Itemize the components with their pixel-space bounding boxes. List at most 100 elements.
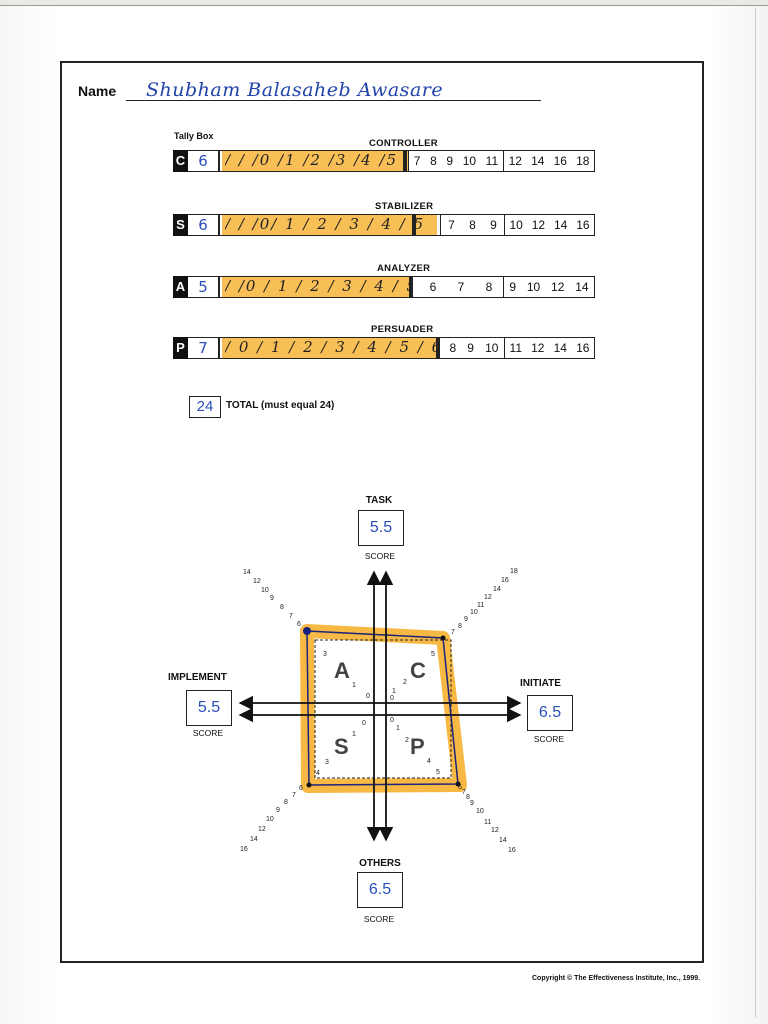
quadrant-s-tick: 3 [325,759,329,766]
upper-right-tick: 7 [451,629,455,636]
stabilizer-value: 9 [490,218,497,232]
name-line [126,100,541,101]
upper-right-tick: 11 [477,602,484,609]
upper-right-tick: 16 [501,577,509,584]
lower-left-tick: 7 [292,792,296,799]
analyzer-value: 8 [485,280,493,294]
persuader-title: PERSUADER [371,324,434,335]
initiate-title: INITIATE [520,678,561,689]
lower-left-tick: 9 [276,807,280,814]
quadrant-p-tick: 4 [427,758,431,765]
lower-right-tick: 6 [458,784,462,791]
persuader-value: 8 [449,341,457,355]
upper-right-tick: 14 [493,586,501,593]
quadrant-s-tick: 0 [362,720,366,727]
form-frame [60,61,704,963]
quadrant-c-letter: C [410,658,426,683]
implement-score[interactable]: 5.5 [186,690,232,726]
upper-right-tick: 12 [484,594,492,601]
quadrant-a-tick: 3 [323,651,327,658]
upper-left-tick: 10 [261,587,269,594]
corner-point [440,635,446,641]
controller-value: 7 [413,154,421,168]
name-label: Name [78,83,117,99]
stabilizer-tally[interactable]: 6 [188,214,219,236]
persuader-value: 11 [509,341,523,355]
controller-bar: 7 8 9 10 11 12 14 16 18 [219,150,595,172]
lower-right-tick: 9 [470,800,474,807]
others-score-caption: SCORE [363,914,395,924]
stabilizer-bar: 7 8 9 10 12 14 16 [219,214,595,236]
upper-left-tick: 8 [280,604,284,611]
lower-right-tick: 16 [508,847,516,854]
controller-slashed-values: / / /0 /1 /2 /3 /4 /5 /6 [225,151,405,169]
upper-right-tick: 8 [458,623,462,630]
analyzer-value: 14 [575,280,589,294]
quadrant-c-tick: 1 [392,688,396,695]
analyzer-value: 7 [457,280,465,294]
upper-left-tick: 7 [289,613,293,620]
analyzer-value: 9 [509,280,517,294]
persuader-highlight [222,338,440,358]
analyzer-slashed-values: / /0 / 1 / 2 / 3 / 4 / 5 [225,277,410,295]
controller-value: 18 [576,154,590,168]
corner-point [455,781,461,787]
score-highlight-shape [300,624,467,793]
others-title: OTHERS [359,858,401,869]
analyzer-tally[interactable]: 5 [188,276,219,298]
controller-value: 9 [446,154,454,168]
quadrant-p-tick: 1 [396,725,400,732]
analyzer-bar: 6 7 8 9 10 12 14 [219,276,595,298]
stabilizer-title: STABILIZER [375,201,434,212]
persuader-marker [436,337,440,359]
lower-left-tick: 12 [258,826,266,833]
controller-tally[interactable]: 6 [188,150,219,172]
task-score[interactable]: 5.5 [358,510,404,546]
quadrant-p-tick: 5 [436,769,440,776]
persuader-value: 10 [485,341,499,355]
upper-left-tick: 14 [243,569,251,576]
quadrant-a-letter: A [334,658,350,683]
quadrant-c-tick: 2 [403,679,407,686]
controller-value: 16 [553,154,567,168]
controller-marker [403,150,407,172]
persuader-tally[interactable]: 7 [188,337,219,359]
quadrant-p-letter: P [410,734,425,759]
lower-right-tick: 14 [499,837,507,844]
stabilizer-value: 14 [553,218,568,232]
analyzer-value: 10 [526,280,541,294]
others-score[interactable]: 6.5 [357,872,403,908]
analyzer-value: 12 [551,280,565,294]
lower-left-tick: 14 [250,836,258,843]
initiate-score-caption: SCORE [533,734,565,744]
controller-value: 14 [531,154,545,168]
lower-right-tick: 10 [476,808,484,815]
name-value[interactable]: Shubham Balasaheb Awasare [146,79,444,101]
task-score-caption: SCORE [364,551,396,561]
total-label: TOTAL (must equal 24) [226,400,335,411]
quadrant-s-letter: S [334,734,349,759]
analyzer-letter: A [173,276,188,298]
tally-box-label: Tally Box [174,131,214,141]
page-top-edge [0,0,768,6]
page-right-edge [755,8,756,1018]
lower-right-tick: 8 [466,794,470,801]
controller-value: 8 [430,154,437,168]
persuader-value: 9 [467,341,474,355]
lower-left-tick: 16 [240,846,248,853]
quadrant-c-tick: 0 [390,695,394,702]
persuader-value: 16 [576,341,590,355]
initiate-score[interactable]: 6.5 [527,695,573,731]
total-value[interactable]: 24 [189,396,221,418]
stabilizer-value: 12 [531,218,546,232]
copyright-text: Copyright © The Effectiveness Institute,… [532,975,701,982]
stabilizer-value: 10 [509,218,523,232]
stabilizer-value: 8 [469,218,476,232]
quadrant-p-tick: 2 [405,737,409,744]
score-outline [306,630,459,786]
persuader-value: 12 [531,341,545,355]
analyzer-title: ANALYZER [377,263,431,274]
controller-value: 12 [508,154,522,168]
stabilizer-value: 7 [448,218,455,232]
